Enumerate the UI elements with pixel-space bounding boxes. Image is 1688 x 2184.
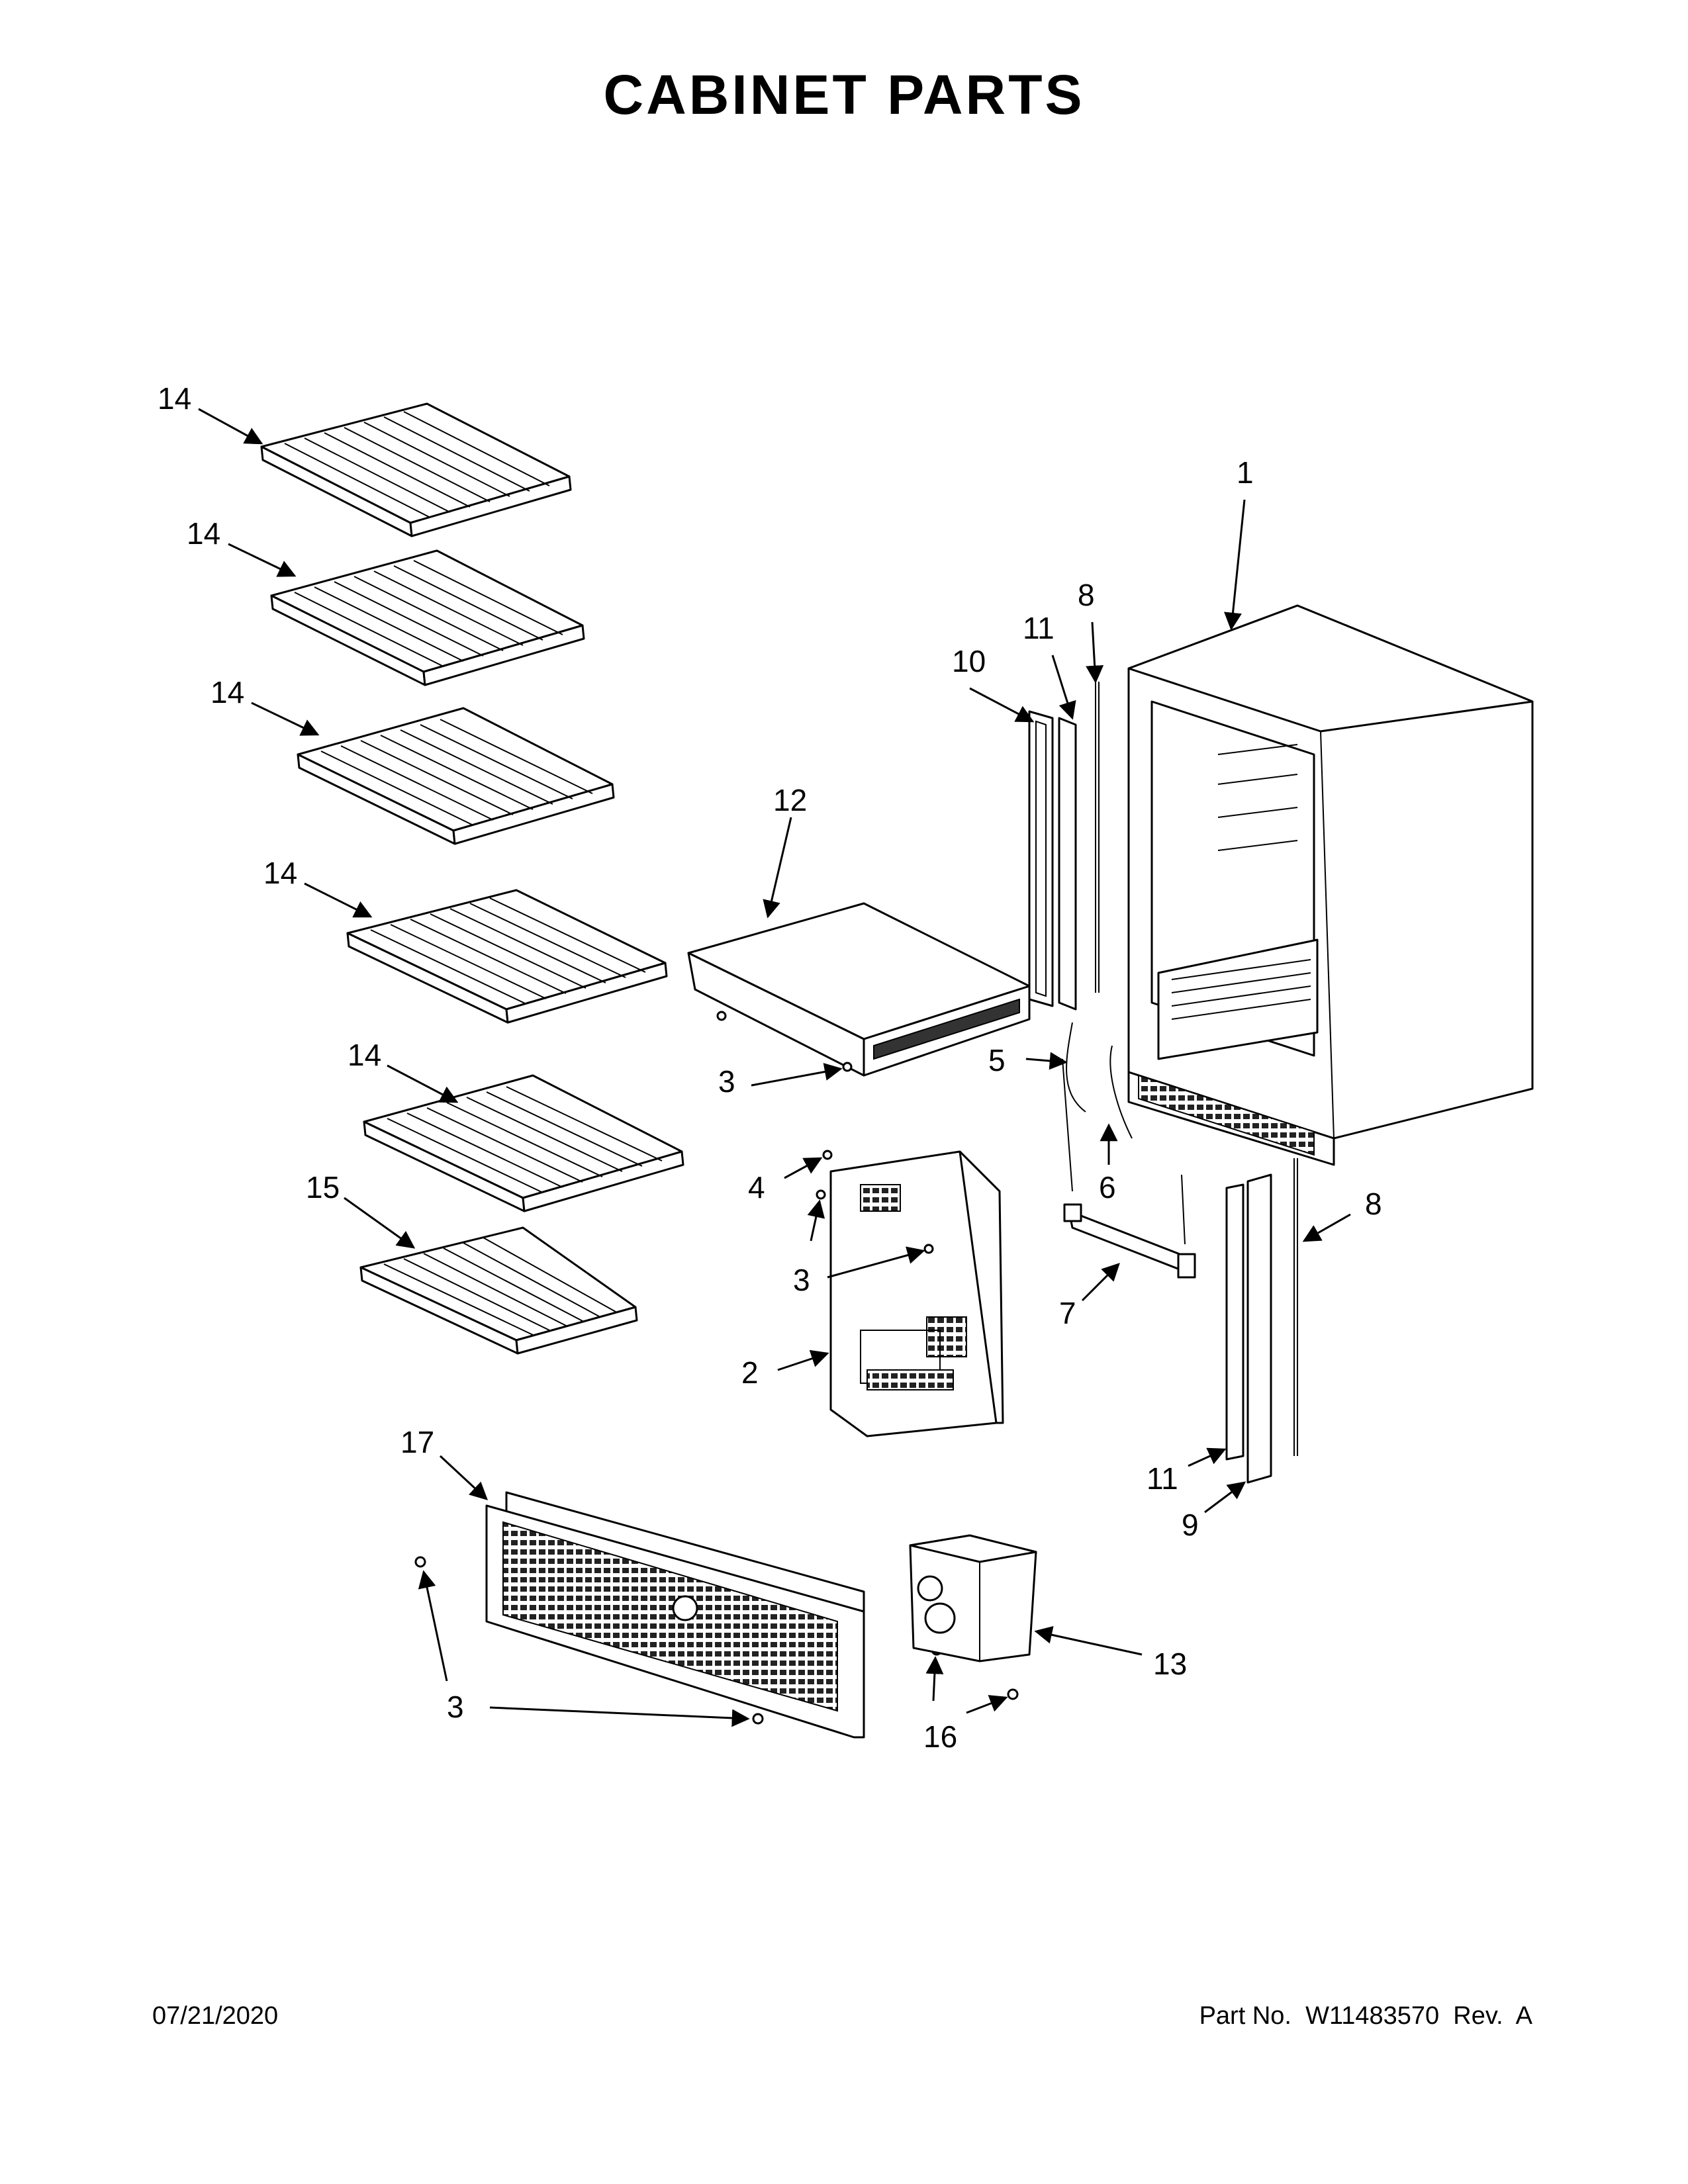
callout-2: 2 [741, 1355, 759, 1390]
callout-13: 13 [1153, 1647, 1187, 1681]
screw-icon [414, 1011, 1019, 1725]
rear-access-panel [829, 1150, 1004, 1437]
control-housing [687, 902, 1031, 1077]
page-title: CABINET PARTS [603, 64, 1085, 126]
wire-shelf-5 [363, 1074, 684, 1212]
callout-14: 14 [158, 381, 191, 416]
leader-lines [198, 408, 1351, 1727]
callout-11: 11 [1023, 611, 1055, 645]
callout-8: 8 [1078, 578, 1095, 612]
wire-shelf-3 [297, 707, 615, 845]
callout-10: 10 [952, 644, 986, 678]
wire-shelf-6 [359, 1226, 638, 1355]
callout-3: 3 [718, 1064, 735, 1099]
callout-4: 4 [748, 1170, 765, 1205]
callout-8: 8 [1365, 1187, 1382, 1221]
wire-shelf-4 [346, 889, 668, 1024]
door-gasket-upper [1028, 682, 1100, 1011]
hinge-bracket [1063, 1203, 1196, 1279]
wire-shelf-1 [260, 402, 572, 537]
callout-15: 15 [306, 1170, 340, 1205]
wire-shelf-2 [270, 549, 585, 686]
callout-6: 6 [1099, 1170, 1116, 1205]
callout-3: 3 [793, 1263, 810, 1297]
drain-reservoir [909, 1534, 1037, 1662]
callout-14: 14 [263, 856, 297, 890]
callout-12: 12 [773, 783, 807, 817]
callout-3: 3 [447, 1690, 464, 1724]
wire-harness [1062, 1022, 1186, 1245]
callout-11: 11 [1147, 1461, 1178, 1496]
callout-9: 9 [1182, 1508, 1199, 1542]
door-gasket-lower [1225, 1158, 1298, 1484]
callout-14: 14 [211, 675, 244, 709]
revision-date: 07/21/2020 [152, 2002, 279, 2030]
callout-1: 1 [1237, 455, 1254, 490]
part-number: Part No. W11483570 Rev. A [1199, 2002, 1532, 2030]
callout-16: 16 [923, 1719, 957, 1754]
callout-14: 14 [187, 516, 220, 551]
callout-7: 7 [1059, 1296, 1076, 1330]
callout-labels: 14 14 14 14 14 15 12 3 4 3 2 10 11 8 1 5… [158, 381, 1382, 1754]
callout-14: 14 [348, 1038, 381, 1072]
refrigerator-cabinet [1127, 604, 1534, 1166]
kick-plate-grille [485, 1491, 865, 1739]
callout-17: 17 [400, 1425, 434, 1459]
callout-5: 5 [988, 1043, 1006, 1077]
